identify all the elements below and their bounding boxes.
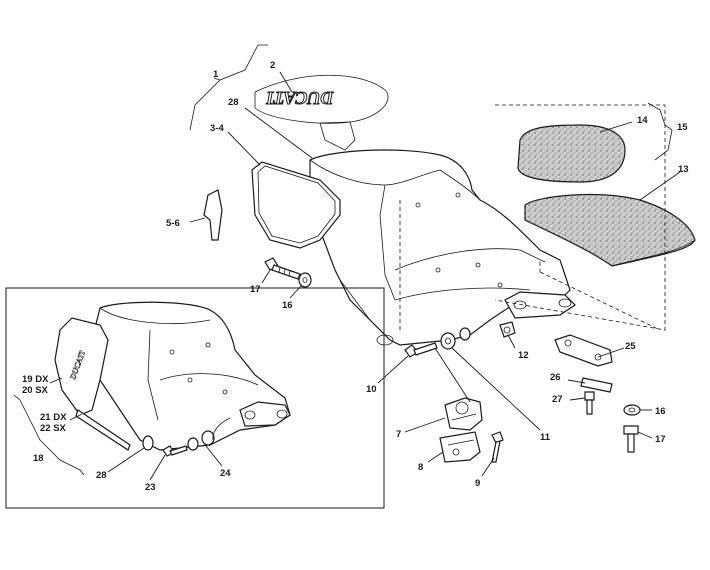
label-15: 15	[677, 122, 688, 133]
label-8: 8	[418, 462, 423, 473]
label-22-sx: 22 SX	[40, 423, 67, 434]
label-17-left: 17	[250, 284, 261, 295]
label-19-dx: 19 DX	[22, 374, 49, 385]
side-panel	[251, 161, 341, 249]
label-25: 25	[625, 341, 636, 352]
label-3-4: 3-4	[210, 123, 224, 134]
label-1: 1	[213, 69, 219, 80]
label-16-right: 16	[655, 406, 666, 417]
label-13: 13	[678, 164, 689, 175]
screw-9	[491, 431, 504, 463]
small-bracket	[203, 189, 223, 241]
washer-16-right	[623, 404, 641, 416]
label-16-left: 16	[282, 300, 293, 311]
label-14: 14	[637, 115, 648, 126]
callout-labels: 1 2 28 3-4 5-6 17 16 14 15 13 12 25 26 2…	[22, 60, 689, 493]
washer-16-left	[298, 272, 312, 288]
bolt-10	[404, 342, 438, 358]
label-17-right: 17	[655, 434, 666, 445]
label-23: 23	[145, 482, 156, 493]
bolt-17-right	[623, 425, 639, 453]
label-9: 9	[475, 478, 480, 489]
inset-panel: DUCATI	[5, 287, 385, 509]
pad-outline	[494, 104, 666, 331]
spacer-11	[440, 327, 471, 350]
label-28-top: 28	[228, 97, 239, 108]
bracket-26	[580, 377, 613, 393]
label-20-sx: 20 SX	[22, 385, 49, 396]
grommet-12	[499, 321, 516, 338]
seat-pad-lower	[524, 193, 696, 267]
decal-sheet: DUCATI	[254, 74, 389, 151]
ducati-logo: DUCATI	[266, 88, 335, 108]
label-12: 12	[518, 350, 529, 361]
seat-pad-upper	[517, 124, 626, 183]
bolt-17-left	[264, 257, 301, 280]
label-5-6: 5-6	[166, 218, 180, 229]
label-2: 2	[270, 60, 275, 71]
label-10: 10	[366, 384, 377, 395]
label-18: 18	[33, 453, 44, 464]
label-27: 27	[552, 394, 563, 405]
label-7: 7	[396, 429, 401, 440]
label-28-inset: 28	[96, 470, 107, 481]
seat-tail-body	[309, 149, 576, 346]
label-11: 11	[540, 432, 551, 443]
screw-27	[584, 391, 595, 415]
latch-7	[444, 397, 483, 431]
label-24: 24	[220, 468, 231, 479]
hinge-8	[439, 431, 481, 463]
leader-lines	[13, 44, 681, 481]
label-21-dx: 21 DX	[40, 412, 67, 423]
label-26: 26	[550, 372, 561, 383]
plate-25	[554, 334, 613, 367]
